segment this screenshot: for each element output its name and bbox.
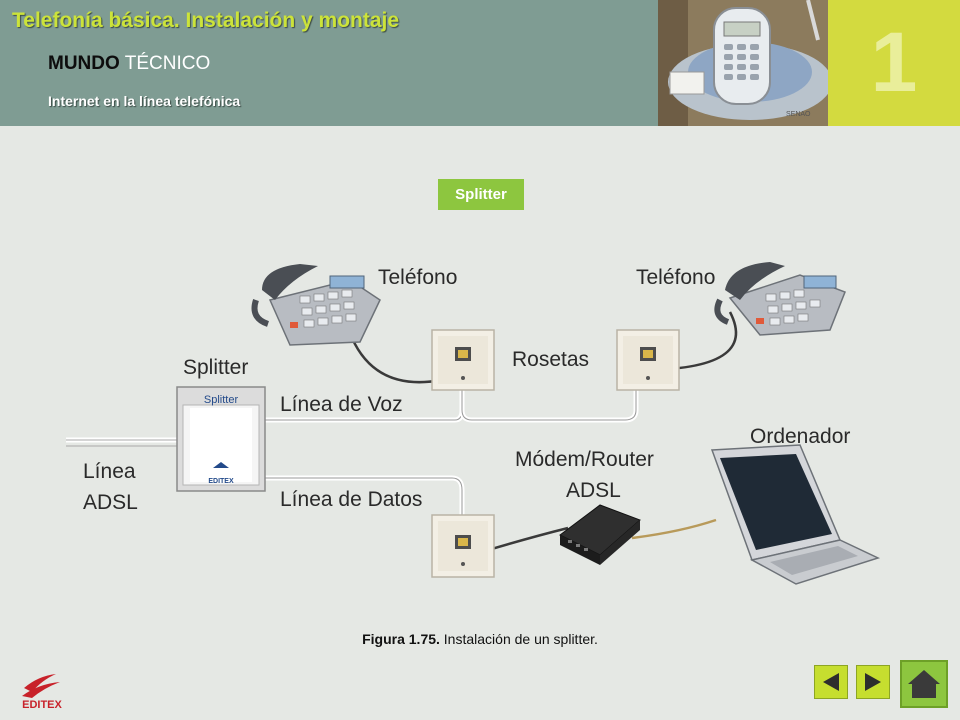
chapter-number: 1	[870, 15, 918, 109]
figure-text: Instalación de un splitter.	[443, 631, 598, 647]
home-button[interactable]	[900, 660, 948, 708]
label-modem-adsl: ADSL	[566, 479, 621, 502]
socket-voice-left	[431, 329, 495, 391]
phone-left	[251, 264, 381, 346]
label-linea: Línea	[83, 460, 136, 483]
modem-router	[559, 504, 641, 565]
splitter-badge: Splitter	[438, 179, 524, 210]
editex-small-icon	[213, 462, 229, 468]
section-title: MUNDO TÉCNICO	[48, 53, 210, 75]
figure-caption: Figura 1.75. Instalación de un splitter.	[0, 631, 960, 647]
label-splitter: Splitter	[183, 356, 248, 379]
header-banner: Telefonía básica. Instalación y montaje …	[0, 0, 658, 126]
splitter-device: Splitter EDITEX	[176, 386, 266, 492]
label-linea-voz: Línea de Voz	[280, 393, 403, 416]
label-linea-datos: Línea de Datos	[280, 488, 422, 511]
label-adsl: ADSL	[83, 491, 138, 514]
previous-button[interactable]	[814, 665, 848, 699]
photo-brand: SENAO	[786, 111, 811, 118]
label-rosetas: Rosetas	[512, 348, 589, 371]
splitter-device-label: Splitter	[204, 394, 239, 406]
phone-photo: SENAO	[658, 0, 828, 126]
header: Telefonía básica. Instalación y montaje …	[0, 0, 960, 126]
arrow-right-icon	[865, 673, 881, 691]
splitter-brand: EDITEX	[208, 478, 234, 485]
adsl-input-line	[66, 437, 180, 447]
editex-logo-text: EDITEX	[22, 699, 62, 711]
course-title: Telefonía básica. Instalación y montaje	[12, 9, 400, 32]
phone-right	[714, 262, 846, 336]
socket-voice-right	[616, 329, 680, 391]
label-phone-right: Teléfono	[636, 266, 715, 289]
splitter-diagram: Splitter EDITEX	[66, 262, 881, 585]
laptop-computer	[710, 444, 881, 585]
home-icon	[908, 670, 940, 698]
data-line	[264, 475, 465, 518]
label-modem: Módem/Router	[515, 448, 654, 471]
section-title-bold: MUNDO	[48, 53, 120, 74]
chapter-box: 1	[828, 0, 960, 126]
editex-logo: EDITEX	[22, 674, 63, 711]
voice-line	[264, 385, 639, 423]
label-phone-left: Teléfono	[378, 266, 457, 289]
computer-cable	[631, 518, 717, 540]
arrow-left-icon	[823, 673, 839, 691]
next-button[interactable]	[856, 665, 890, 699]
label-ordenador: Ordenador	[750, 425, 850, 448]
subtitle: Internet en la línea telefónica	[48, 93, 241, 109]
socket-data	[431, 514, 495, 578]
section-title-rest: TÉCNICO	[124, 53, 211, 74]
figure-number: Figura 1.75.	[362, 631, 440, 647]
